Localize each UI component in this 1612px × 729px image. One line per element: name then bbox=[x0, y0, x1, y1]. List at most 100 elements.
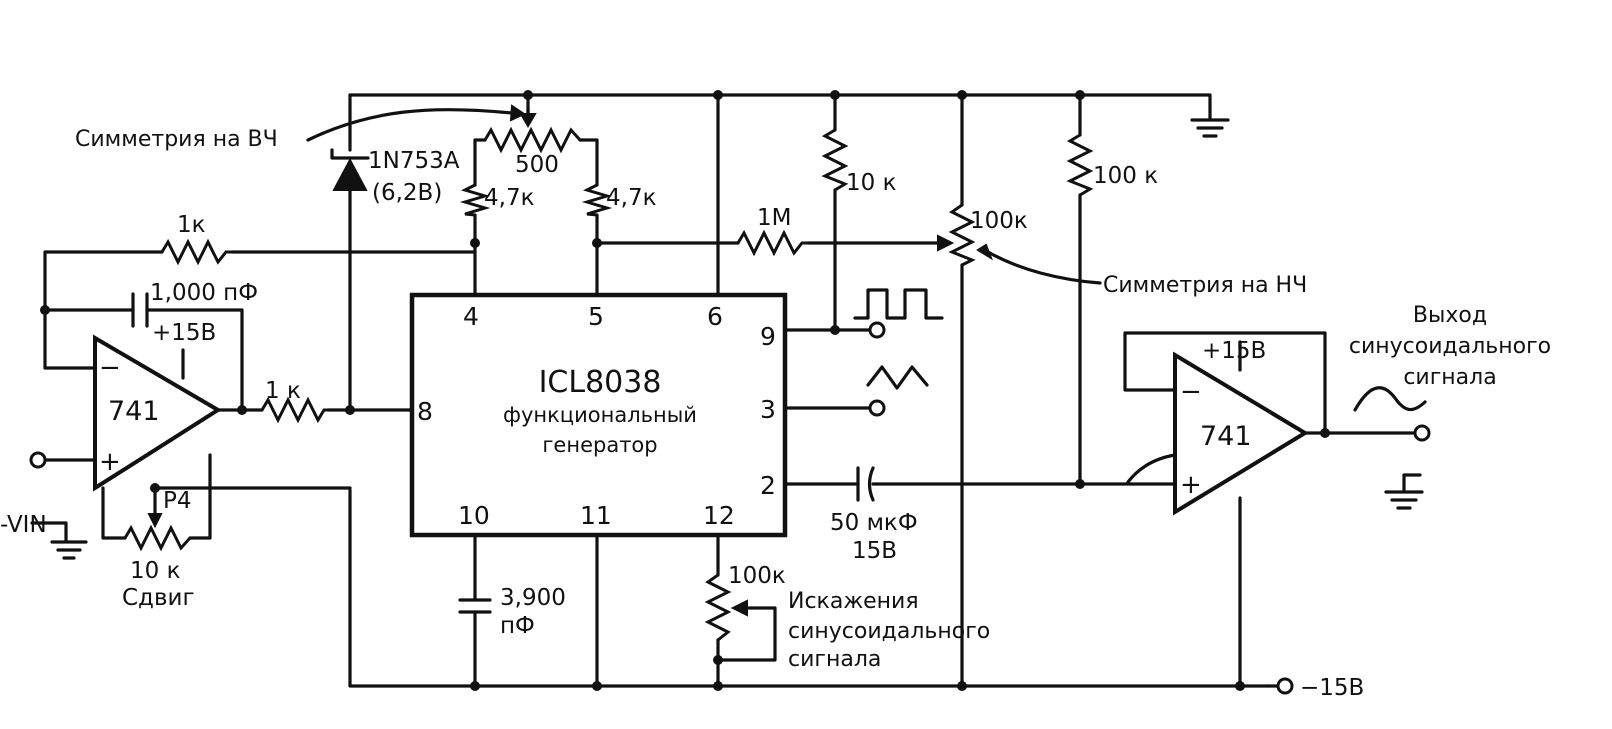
offset-pot-right-wire bbox=[188, 453, 212, 540]
input-opamp-supply: +15В bbox=[152, 320, 216, 346]
junction-dot bbox=[1235, 681, 1245, 691]
pot-dist-loop-wire bbox=[716, 606, 777, 662]
output-opamp-model: 741 bbox=[1200, 421, 1252, 452]
distortion-note-line2: синусоидального bbox=[788, 619, 990, 644]
sine-output-caption-line1: Выход bbox=[1413, 303, 1487, 328]
annotation-arrows bbox=[306, 104, 1177, 484]
junction-dot bbox=[523, 90, 533, 100]
pin-label-11: 11 bbox=[580, 501, 612, 530]
output-opamp-plus: + bbox=[1180, 470, 1202, 500]
neg-supply-label: −15В bbox=[1300, 675, 1364, 701]
hf-symmetry-note: Симметрия на ВЧ bbox=[75, 127, 278, 152]
junction-dot bbox=[470, 238, 480, 248]
pot-p4-value: 10 к bbox=[130, 558, 181, 584]
pot-100k-lf-label: 100к bbox=[970, 208, 1028, 234]
output-opamp-741 bbox=[1173, 351, 1309, 516]
pot-100k-dist-label: 100к bbox=[728, 563, 786, 589]
r1m-label: 1М bbox=[757, 205, 791, 231]
r47k-left-label: 4,7к bbox=[484, 185, 535, 211]
resistor-4-7k-left bbox=[459, 183, 491, 217]
junction-dot bbox=[830, 90, 840, 100]
hf-symmetry-arrowhead bbox=[509, 104, 527, 122]
input-opamp-minus: − bbox=[99, 353, 121, 383]
grounds bbox=[30, 118, 1424, 560]
junction-dot bbox=[1075, 479, 1085, 489]
diode-voltage-label: (6,2В) bbox=[372, 180, 442, 206]
wiper-500-arrowhead bbox=[519, 113, 537, 128]
sine-output-caption-line2: синусоидального bbox=[1349, 334, 1551, 359]
potentiometer-500 bbox=[483, 126, 582, 154]
pin-label-5: 5 bbox=[588, 302, 604, 331]
ground-output-icon bbox=[1384, 473, 1424, 510]
junction-dot bbox=[470, 681, 480, 691]
resistor-1k-feedback bbox=[160, 238, 232, 266]
junction-dot bbox=[592, 238, 602, 248]
junction-dot bbox=[830, 325, 840, 335]
zener-diode bbox=[330, 148, 370, 191]
cap-feedback-wire bbox=[43, 308, 244, 412]
junction-dot bbox=[713, 90, 723, 100]
junction-dot bbox=[713, 655, 723, 665]
r1k-feedback-label: 1к bbox=[177, 212, 206, 238]
input-voltage-label: -VIN bbox=[0, 512, 47, 538]
input-terminal bbox=[29, 451, 47, 469]
input-opamp-741 bbox=[93, 334, 222, 492]
potentiometer-100k-lf bbox=[948, 203, 976, 267]
neg-supply-terminal bbox=[1276, 677, 1294, 695]
junction-dot bbox=[957, 90, 967, 100]
junction-dot bbox=[592, 681, 602, 691]
capacitor-50uf bbox=[856, 466, 875, 502]
wiring bbox=[43, 93, 1417, 688]
ic-description-line2: генератор bbox=[542, 433, 657, 457]
c50uf-value-label: 50 мкФ bbox=[830, 510, 918, 536]
waveforms bbox=[853, 288, 1427, 412]
pin-label-6: 6 bbox=[707, 302, 723, 331]
resistor-4-7k-right bbox=[581, 183, 613, 217]
capacitors bbox=[131, 292, 875, 614]
r1k-series-label: 1 к bbox=[265, 378, 301, 404]
resistor-100k bbox=[1066, 133, 1094, 197]
resistor-1k-series bbox=[260, 396, 328, 424]
junction-dot bbox=[150, 483, 160, 493]
pin-label-9: 9 bbox=[760, 322, 776, 351]
pin2-annotation-arrow bbox=[1126, 453, 1177, 484]
potentiometer-100k-distortion bbox=[704, 573, 732, 642]
wiper-p4-arrowhead bbox=[147, 513, 163, 529]
junctions bbox=[40, 90, 1330, 691]
pot-p4-label: P4 bbox=[163, 488, 192, 514]
diode-bar bbox=[330, 148, 370, 160]
r100k-label: 100 к bbox=[1093, 163, 1158, 189]
c3900pf-value-label: 3,900 bbox=[500, 585, 566, 611]
output-opamp-minus: − bbox=[1180, 377, 1202, 407]
ground-top-icon bbox=[1190, 118, 1230, 138]
sine-output-terminal bbox=[1413, 424, 1431, 442]
lf-symmetry-arrow bbox=[986, 250, 1102, 285]
potentiometer-p4 bbox=[123, 524, 192, 552]
pin-label-3: 3 bbox=[760, 395, 776, 424]
diode-name-label: 1N753A bbox=[368, 148, 460, 174]
wiper-lf-arrowhead bbox=[937, 234, 955, 252]
pot-wipers bbox=[147, 106, 955, 617]
triangle-wave-icon bbox=[866, 365, 929, 390]
capacitor-1000pf bbox=[131, 292, 149, 328]
junction-dot bbox=[713, 681, 723, 691]
pin-label-10: 10 bbox=[458, 501, 490, 530]
resistor-10k bbox=[821, 128, 849, 192]
square-wave-icon bbox=[853, 288, 944, 320]
pot-500-left-end-wire bbox=[473, 138, 487, 187]
resistors bbox=[123, 126, 1094, 642]
lf-symmetry-note: Симметрия на НЧ bbox=[1103, 273, 1307, 298]
capacitor-3900pf bbox=[458, 598, 492, 614]
input-opamp-model: 741 bbox=[108, 396, 160, 427]
pin-label-8: 8 bbox=[417, 397, 433, 426]
diode-triangle bbox=[332, 157, 368, 191]
junction-dot bbox=[237, 405, 247, 415]
lf-symmetry-arrowhead bbox=[976, 243, 993, 261]
ground-vin-icon bbox=[30, 521, 88, 560]
hf-symmetry-arrow bbox=[306, 108, 514, 142]
input-opamp-plus: + bbox=[99, 447, 121, 477]
sine-wave-icon bbox=[1353, 386, 1427, 412]
distortion-note-line3: сигнала bbox=[788, 647, 881, 672]
triangle-output-terminal bbox=[868, 399, 886, 417]
c1000pf-label: 1,000 пФ bbox=[150, 280, 258, 306]
